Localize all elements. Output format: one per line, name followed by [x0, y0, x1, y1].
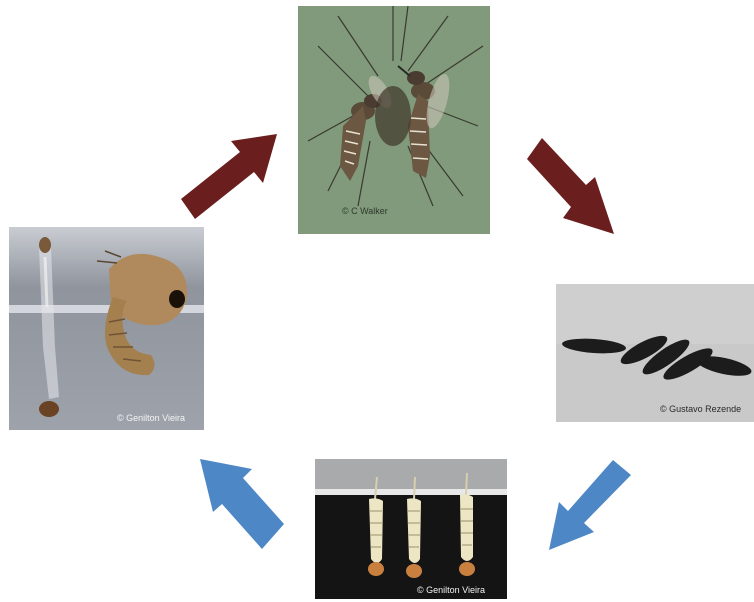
- larvae-photo-credit: © Genilton Vieira: [417, 585, 485, 595]
- pupa-photo-credit: © Genilton Vieira: [117, 413, 185, 423]
- arrow-down-left-icon: [544, 450, 636, 558]
- adult-mosquito-photo: © C Walker: [298, 6, 490, 234]
- larvae-photo: © Genilton Vieira: [315, 459, 507, 599]
- pupa-illustration: [9, 227, 204, 430]
- pupa-photo: © Genilton Vieira: [9, 227, 204, 430]
- arrow-up-right-icon: [176, 118, 288, 226]
- arrow-down-right-icon: [524, 134, 622, 240]
- arrow-up-left-icon: [192, 454, 296, 554]
- eggs-illustration: [556, 284, 754, 422]
- eggs-photo-credit: © Gustavo Rezende: [660, 404, 741, 414]
- larvae-illustration: [315, 459, 507, 599]
- adult-mosquito-illustration: [298, 6, 490, 234]
- adult-photo-credit: © C Walker: [342, 206, 388, 216]
- eggs-photo: © Gustavo Rezende: [556, 284, 754, 422]
